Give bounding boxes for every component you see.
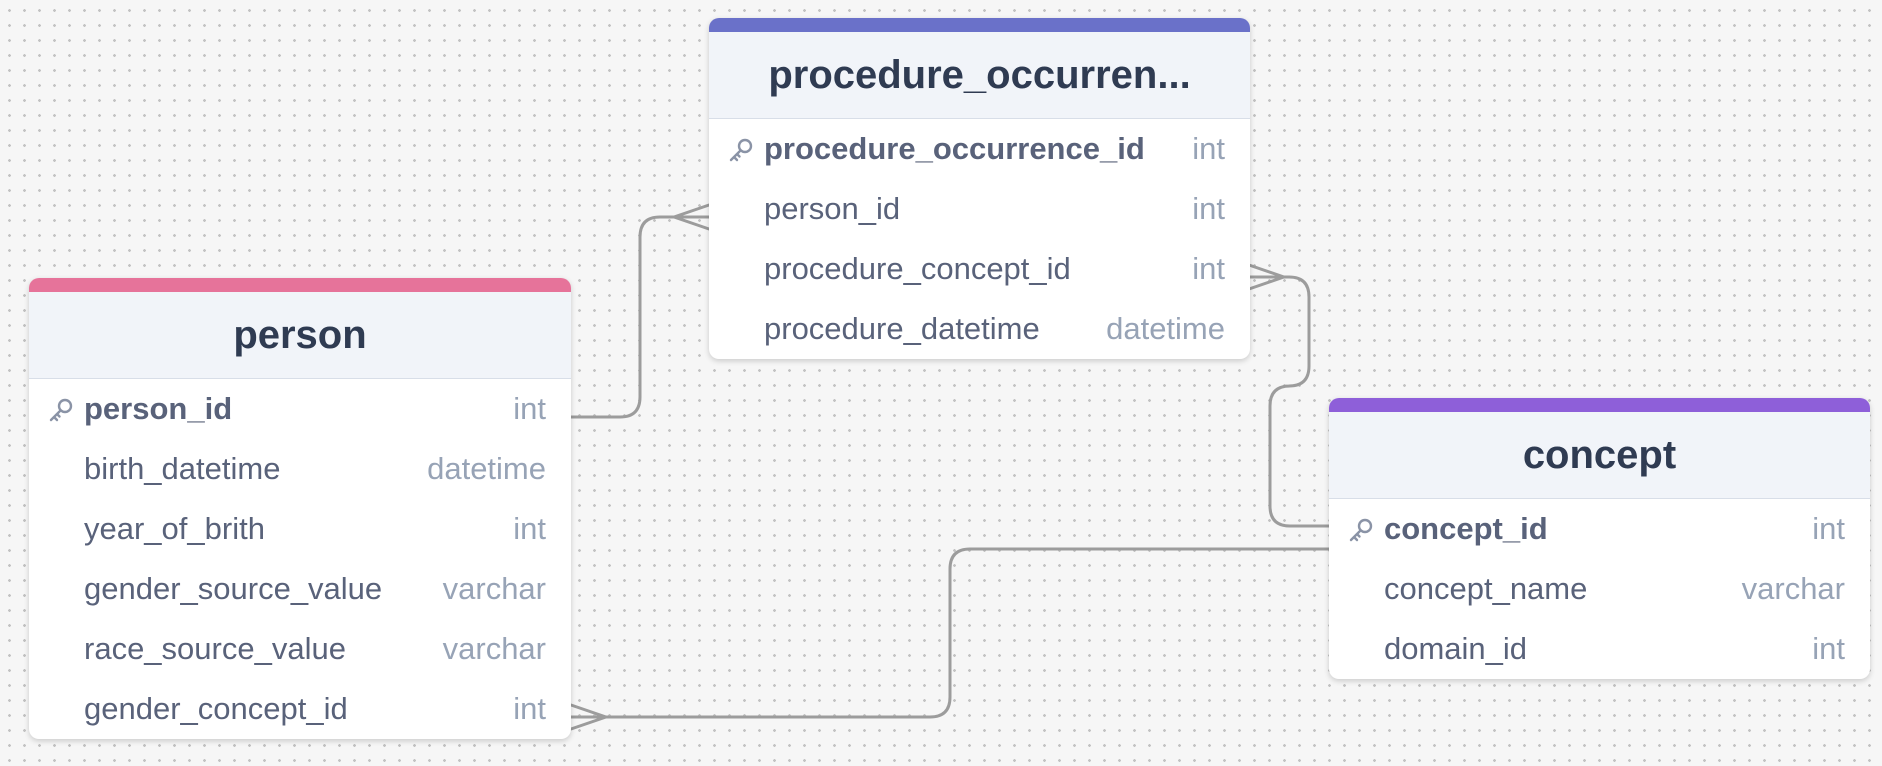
- column-name: person_id: [764, 191, 901, 226]
- column-row[interactable]: person_id int: [29, 379, 571, 439]
- column-type: int: [1192, 191, 1225, 226]
- edge-person-to-procedure: [569, 215, 711, 419]
- column-row[interactable]: concept_id int: [1329, 499, 1870, 559]
- column-name: race_source_value: [84, 631, 346, 666]
- column-row[interactable]: race_source_value varchar: [29, 619, 571, 679]
- column-row[interactable]: procedure_datetime datetime: [709, 299, 1250, 359]
- column-type: int: [513, 511, 546, 546]
- primary-key-icon: [727, 136, 755, 164]
- column-name: concept_id: [1384, 511, 1548, 546]
- crowsfoot-procedure-person: [672, 203, 711, 231]
- column-type: varchar: [1741, 571, 1845, 606]
- column-row[interactable]: concept_name varchar: [1329, 559, 1870, 619]
- column-type: int: [1812, 511, 1845, 546]
- primary-key-icon: [47, 396, 75, 424]
- crowsfoot-procedure-concept: [1247, 263, 1286, 291]
- table-color-bar: [709, 18, 1250, 32]
- column-row[interactable]: year_of_brith int: [29, 499, 571, 559]
- column-type: int: [1812, 631, 1845, 666]
- column-row[interactable]: procedure_concept_id int: [709, 239, 1250, 299]
- column-row[interactable]: birth_datetime datetime: [29, 439, 571, 499]
- column-type: int: [1192, 251, 1225, 286]
- table-color-bar: [1329, 398, 1870, 412]
- edge-concept-to-person: [569, 547, 1331, 719]
- column-row[interactable]: domain_id int: [1329, 619, 1870, 679]
- column-row[interactable]: person_id int: [709, 179, 1250, 239]
- column-type: datetime: [1106, 311, 1225, 346]
- table-color-bar: [29, 278, 571, 292]
- column-name: domain_id: [1384, 631, 1528, 666]
- column-row[interactable]: gender_source_value varchar: [29, 559, 571, 619]
- crowsfoot-person-concept: [569, 703, 608, 731]
- column-type: int: [513, 391, 546, 426]
- column-name: birth_datetime: [84, 451, 281, 486]
- column-row[interactable]: gender_concept_id int: [29, 679, 571, 739]
- column-row[interactable]: procedure_occurrence_id int: [709, 119, 1250, 179]
- column-type: varchar: [442, 631, 546, 666]
- table-title: person: [29, 292, 571, 379]
- column-type: int: [513, 691, 546, 726]
- table-title: concept: [1329, 412, 1870, 499]
- column-name: procedure_occurrence_id: [764, 131, 1145, 166]
- column-type: datetime: [427, 451, 546, 486]
- column-name: year_of_brith: [84, 511, 265, 546]
- column-type: int: [1192, 131, 1225, 166]
- table-title: procedure_occurren...: [709, 32, 1250, 119]
- column-name: procedure_concept_id: [764, 251, 1071, 286]
- primary-key-icon: [1347, 516, 1375, 544]
- table-procedure-occurrence[interactable]: procedure_occurren... procedure_occurren…: [709, 18, 1250, 359]
- column-name: gender_concept_id: [84, 691, 348, 726]
- column-name: concept_name: [1384, 571, 1588, 606]
- column-name: person_id: [84, 391, 233, 426]
- column-name: procedure_datetime: [764, 311, 1040, 346]
- column-name: gender_source_value: [84, 571, 383, 606]
- column-type: varchar: [442, 571, 546, 606]
- edge-concept-to-procedure: [1247, 275, 1331, 528]
